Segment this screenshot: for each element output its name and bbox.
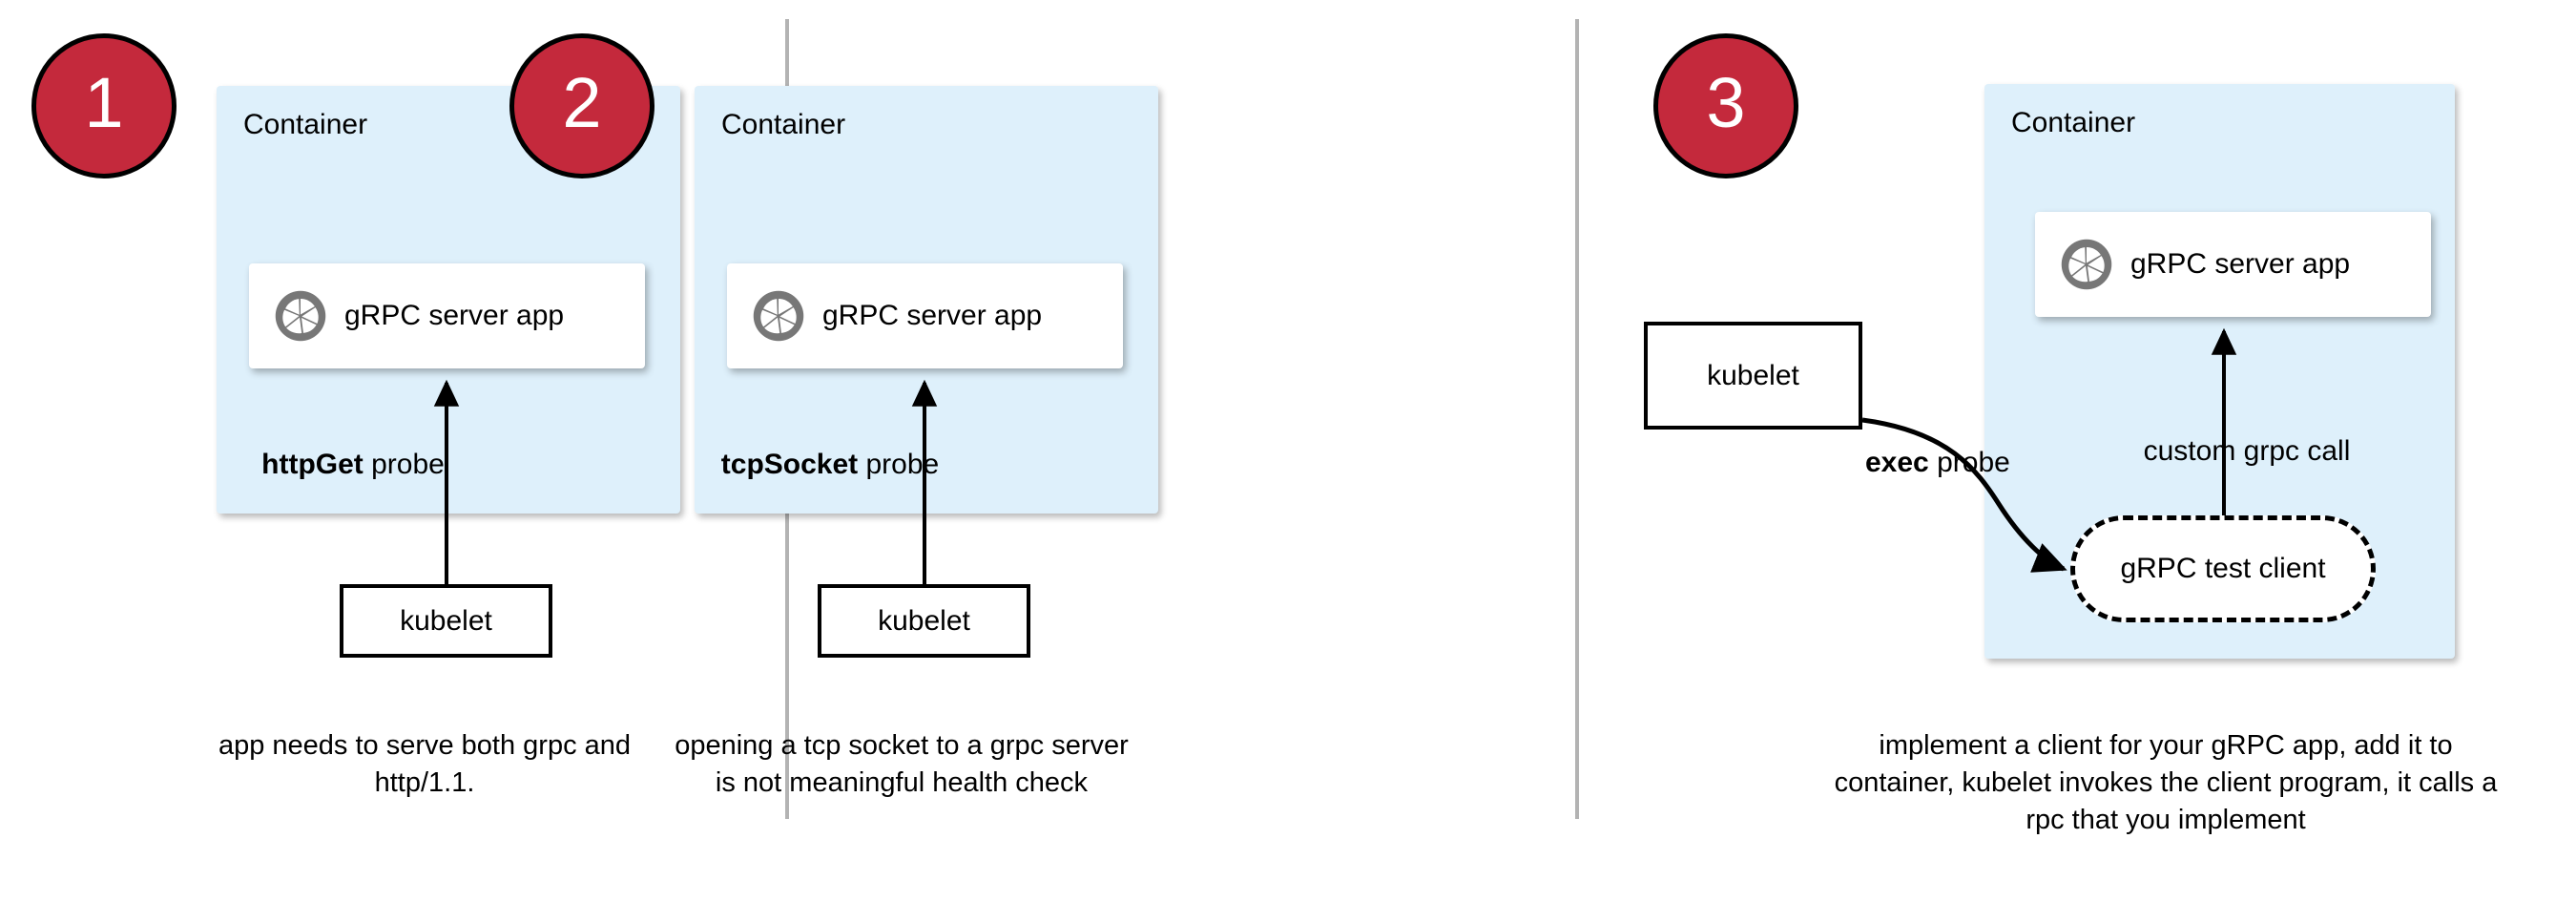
panel-2-kubelet-label: kubelet xyxy=(878,604,970,637)
panel-1-kubelet-label: kubelet xyxy=(400,604,492,637)
panel-3-custom-grpc-call-label: custom grpc call xyxy=(2143,435,2351,467)
panel-3-app-label: gRPC server app xyxy=(2130,248,2351,280)
panel-3-probe-strong: exec xyxy=(1865,447,1929,478)
panel-3-caption: implement a client for your gRPC app, ad… xyxy=(1834,730,2498,836)
panel-1-grpc-server-app-card: gRPC server app xyxy=(249,263,645,368)
panel-1-kubelet-box: kubelet xyxy=(340,584,552,658)
panel-1-probe-strong: httpGet xyxy=(261,449,364,480)
panel-2-probe-strong: tcpSocket xyxy=(720,449,859,480)
panel-2-probe-label: tcpSocket probe xyxy=(658,451,1002,479)
step-badge-3-number: 3 xyxy=(1706,63,1746,142)
step-badge-1-number: 1 xyxy=(84,63,124,142)
aperture-icon xyxy=(274,289,327,343)
panel-2-probe-rest: probe xyxy=(858,449,940,480)
panel-1-container-label: Container xyxy=(243,109,368,140)
panel-3-probe-rest: probe xyxy=(1928,447,2010,478)
panel-2-grpc-server-app-card: gRPC server app xyxy=(727,263,1123,368)
step-badge-2-number: 2 xyxy=(562,63,602,142)
panel-3-kubelet-label: kubelet xyxy=(1707,359,1799,391)
panel-1-app-label: gRPC server app xyxy=(344,300,565,331)
panel-1-probe-rest: probe xyxy=(363,449,445,480)
panel-3-kubelet-box: kubelet xyxy=(1644,322,1862,430)
panel-3-grpc-test-client-box: gRPC test client xyxy=(2070,515,2376,622)
panel-3-container-label: Container xyxy=(2011,107,2136,138)
panel-1-probe-label: httpGet probe xyxy=(196,451,510,479)
panel-3-test-client-label: gRPC test client xyxy=(2120,553,2326,584)
aperture-icon xyxy=(752,289,805,343)
step-badge-2: 2 xyxy=(509,33,654,178)
aperture-icon xyxy=(2060,238,2113,291)
panel-2-kubelet-box: kubelet xyxy=(818,584,1030,658)
panel-2-container-label: Container xyxy=(721,109,846,140)
panel-2-caption: opening a tcp socket to a grpc server is… xyxy=(675,730,1129,799)
step-badge-3: 3 xyxy=(1653,33,1798,178)
panel-divider-2 xyxy=(1575,19,1579,819)
panel-3-grpc-server-app-card: gRPC server app xyxy=(2035,212,2431,317)
panel-1-caption: app needs to serve both grpc and http/1.… xyxy=(218,730,632,799)
panel-3-probe-label: exec probe xyxy=(1865,449,2142,477)
step-badge-1: 1 xyxy=(31,33,177,178)
panel-2-app-label: gRPC server app xyxy=(822,300,1043,331)
